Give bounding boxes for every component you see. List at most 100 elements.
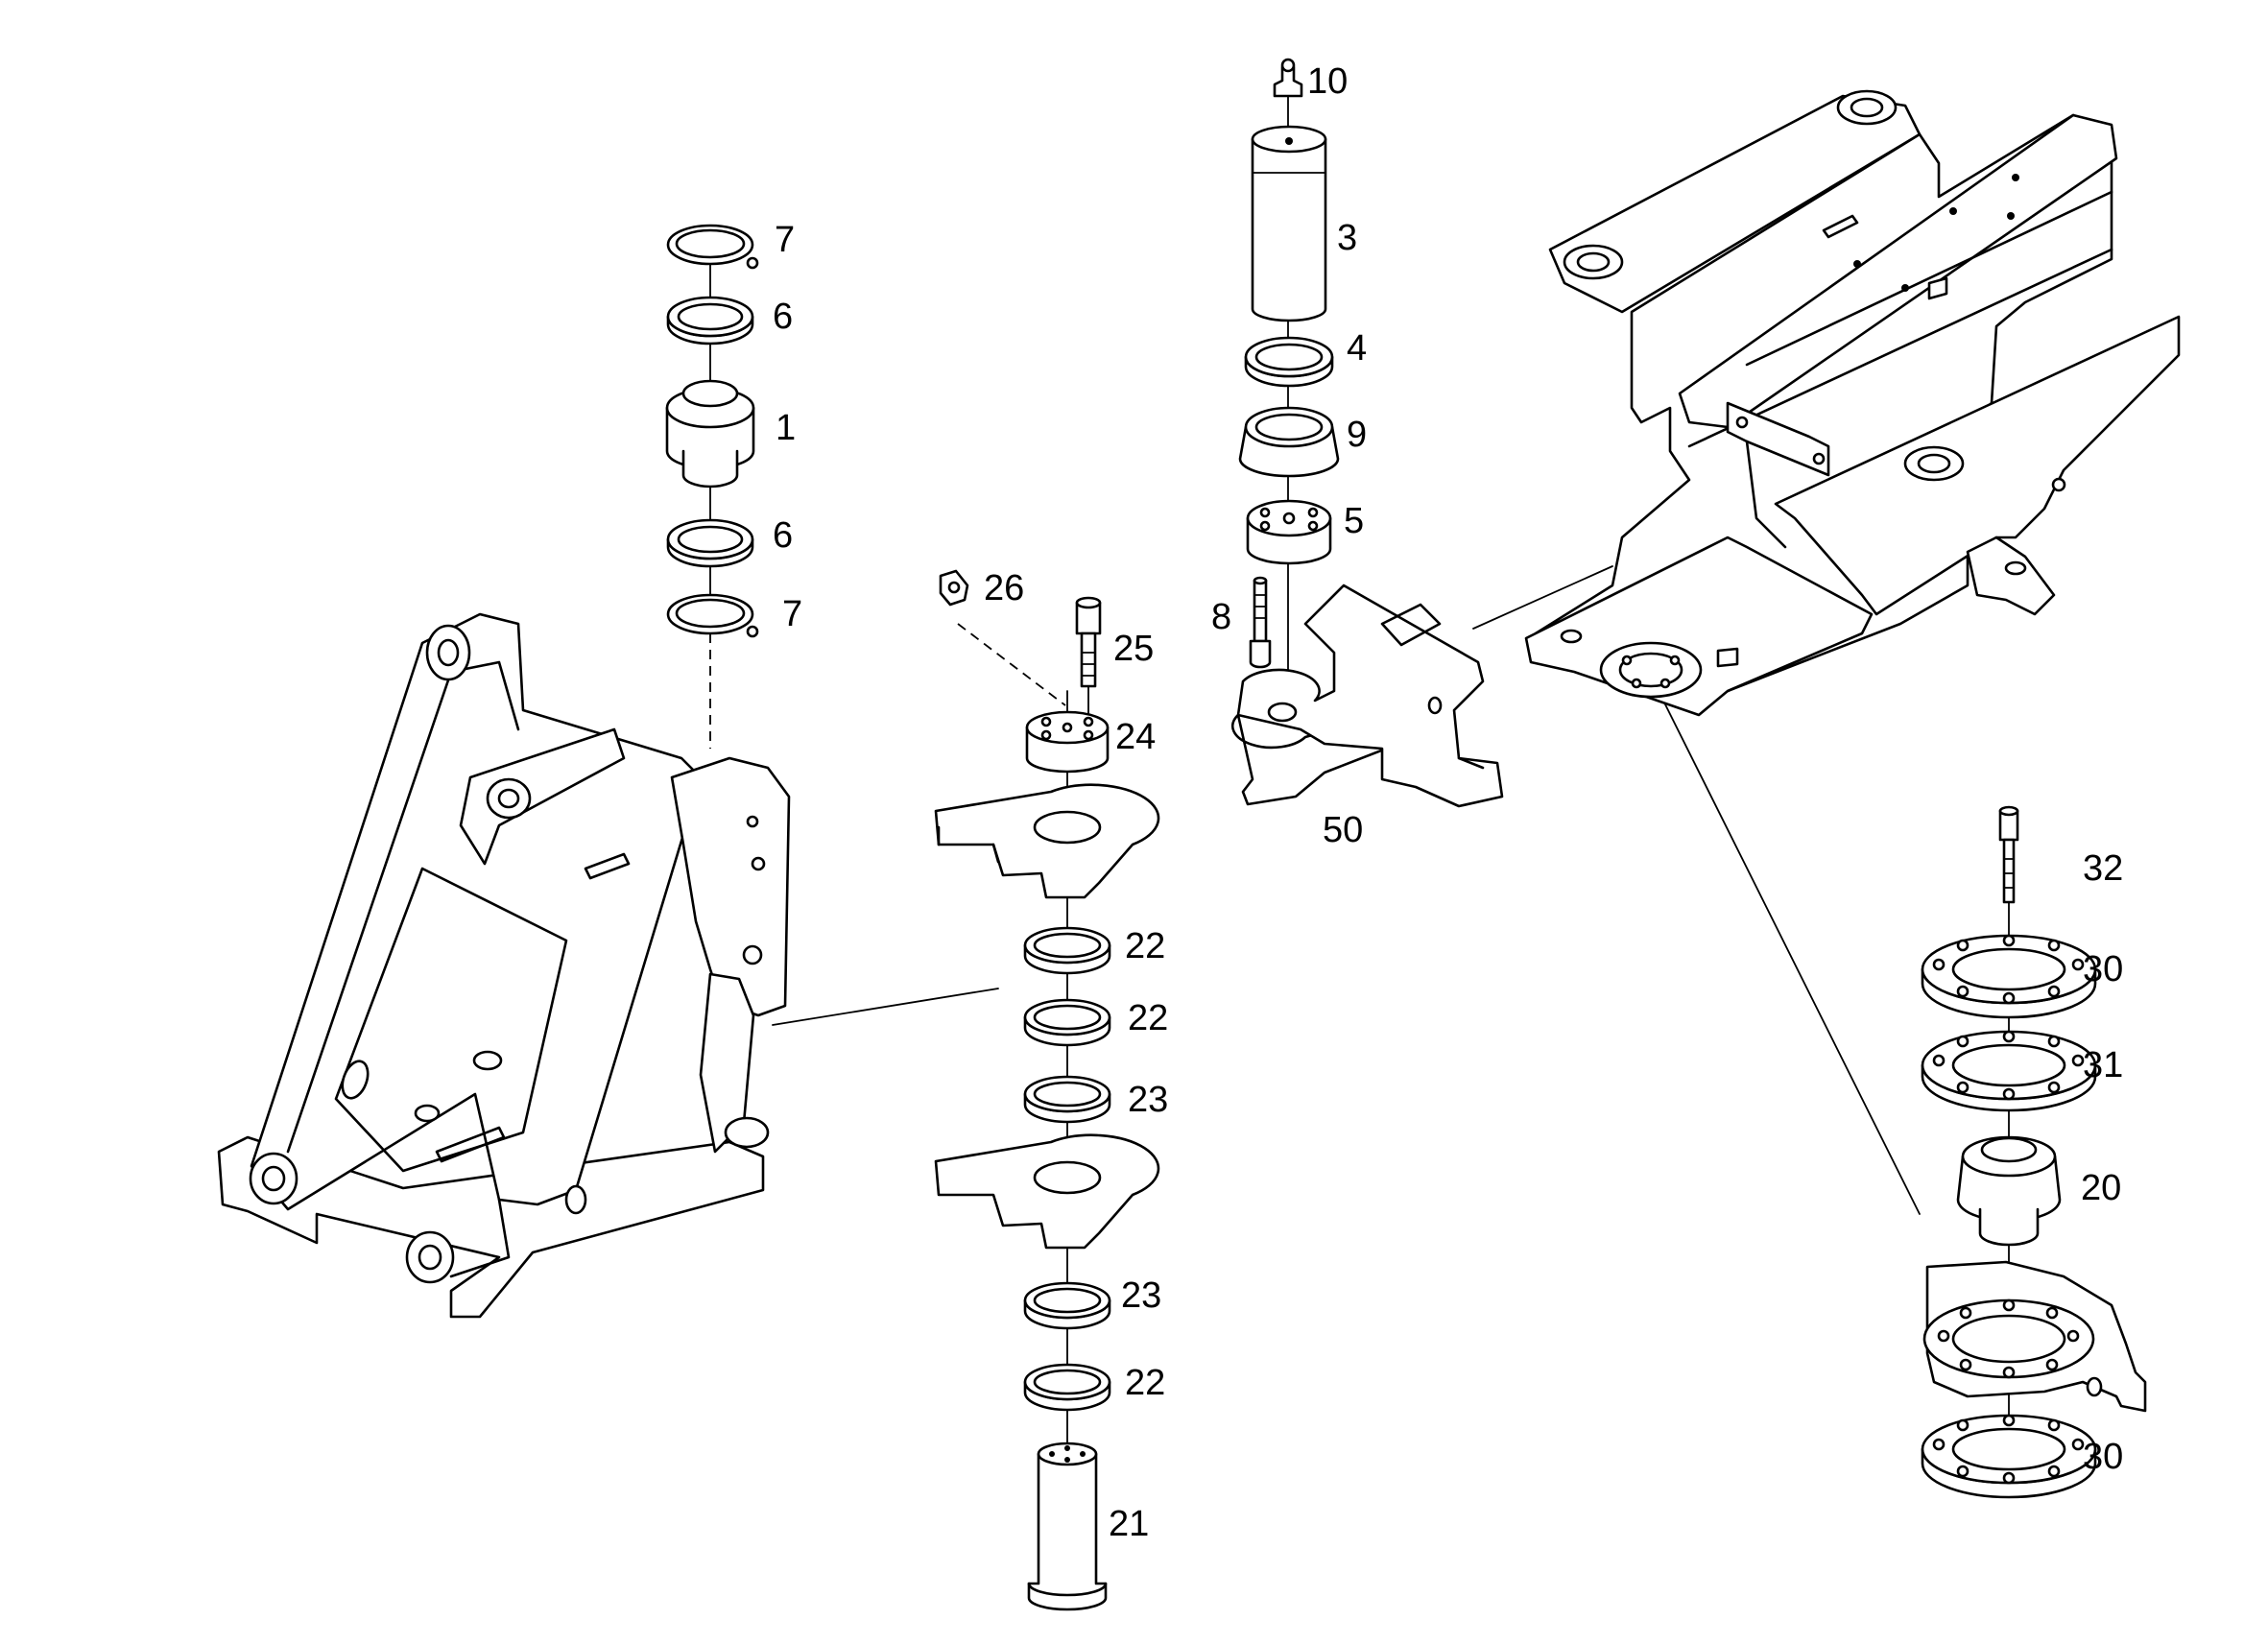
ring-4-inner bbox=[1254, 343, 1324, 371]
pin-21-hole-3 bbox=[1080, 1451, 1086, 1457]
label-25: 25 bbox=[1113, 629, 1154, 669]
frame-base-lug-right-hole bbox=[418, 1244, 442, 1271]
right-plate-hole-1 bbox=[1937, 1329, 1950, 1343]
bearing-1-inner bbox=[681, 379, 739, 408]
frame-hole-4 bbox=[472, 1050, 503, 1071]
ring-30-top-hole-8 bbox=[1956, 985, 1970, 998]
bearing-20-collar bbox=[1978, 1207, 2040, 1247]
upper-link-plate-hole bbox=[1033, 810, 1102, 845]
clip-26-hole bbox=[947, 581, 961, 594]
bush-9-inner bbox=[1254, 413, 1324, 441]
right-stack bbox=[1921, 805, 2147, 1499]
ring-30-top-hole-6 bbox=[2047, 985, 2061, 998]
cap-24-hole-3 bbox=[1040, 729, 1052, 741]
ring-23-a-inner bbox=[1033, 1081, 1102, 1108]
frame-hole-3 bbox=[414, 1104, 441, 1123]
label-22-c: 22 bbox=[1125, 1363, 1165, 1403]
ring-31-hole-6 bbox=[2047, 1081, 2061, 1094]
label-30-bottom: 30 bbox=[2083, 1437, 2123, 1477]
frame-small-block bbox=[1927, 276, 1948, 300]
frame-edge-1 bbox=[286, 660, 520, 1154]
frame-plate-edge bbox=[1745, 440, 1787, 549]
ring-30-bottom-hole-5 bbox=[2071, 1438, 2085, 1451]
frame-slewing-ring-inner bbox=[1618, 652, 1683, 688]
ring-30-top-inner bbox=[1951, 947, 2066, 991]
ring-30-bottom-inner bbox=[1951, 1427, 2066, 1471]
bolt-8-shank bbox=[1253, 579, 1268, 643]
ring-31-hole-5 bbox=[2071, 1054, 2085, 1067]
label-8: 8 bbox=[1211, 597, 1231, 637]
upper-link-plate-edge bbox=[937, 825, 1000, 864]
pin-21-hole-4 bbox=[1064, 1457, 1070, 1463]
frame-rivet-4 bbox=[2007, 212, 2015, 220]
label-23-a: 23 bbox=[1128, 1080, 1168, 1120]
right-mount-plate-ring-inner bbox=[1951, 1314, 2066, 1364]
frame-hole-2 bbox=[564, 1184, 587, 1215]
right-plate-hole-3 bbox=[2002, 1299, 2016, 1312]
pin-21-hole-1 bbox=[1064, 1445, 1070, 1451]
label-6-bottom: 6 bbox=[773, 515, 793, 556]
frame-base-lug-back bbox=[724, 1116, 770, 1149]
axis-26-dashed bbox=[957, 623, 1066, 706]
bracket-50-hole bbox=[1267, 702, 1298, 723]
bracket-50-edge bbox=[1457, 756, 1485, 770]
right-plate-hole-5 bbox=[2066, 1329, 2080, 1343]
frame-top-beam bbox=[1678, 113, 2118, 429]
frame-lower-arm-bracket-hole bbox=[2004, 560, 2027, 576]
frame-plate-hole-b bbox=[1812, 452, 1826, 465]
ring-22-b-inner bbox=[1033, 1004, 1102, 1031]
label-31: 31 bbox=[2083, 1045, 2123, 1085]
frame-ring-hole-2 bbox=[1669, 655, 1681, 666]
circlip-7-top-inner bbox=[675, 228, 746, 259]
ring-31-hole-2 bbox=[1956, 1035, 1970, 1048]
frame-top-arm-lug-left-hole bbox=[1576, 251, 1611, 273]
frame-platform-hole bbox=[1560, 629, 1583, 644]
frame-plate-hole-3 bbox=[742, 944, 763, 965]
ring-6-top-inner bbox=[677, 302, 744, 331]
bolt-8-tip bbox=[1253, 576, 1268, 585]
leader-frame-to-right-stack bbox=[1658, 690, 1921, 1215]
frame-rivet-5 bbox=[1901, 284, 1909, 292]
grease-nipple-10 bbox=[1273, 65, 1303, 98]
lower-link-plate bbox=[934, 1133, 1160, 1250]
ring-30-bottom-hole-4 bbox=[2047, 1418, 2061, 1432]
frame-plate-hole-1 bbox=[746, 815, 759, 828]
frame-edge-2 bbox=[449, 1198, 511, 1278]
frame-slot bbox=[584, 852, 631, 880]
ring-30-bottom-hole-7 bbox=[2002, 1471, 2016, 1485]
frame-platform-block bbox=[1716, 647, 1739, 668]
ring-30-top-hole-1 bbox=[1932, 958, 1946, 971]
right-plate-hole-4 bbox=[2045, 1306, 2059, 1320]
frame-rivet-2 bbox=[1949, 207, 1957, 215]
frame-plate-hole-2 bbox=[751, 856, 766, 871]
right-frame bbox=[1524, 89, 2181, 717]
cap-5-center bbox=[1282, 512, 1296, 525]
ring-31-hole-8 bbox=[1956, 1081, 1970, 1094]
frame-ring-hole-1 bbox=[1621, 655, 1633, 666]
ring-30-top-hole-4 bbox=[2047, 939, 2061, 952]
frame-pivot-hole bbox=[497, 788, 520, 809]
frame-beam-edge-1 bbox=[1745, 190, 2113, 367]
bolt-25-shank bbox=[1080, 631, 1097, 688]
ring-30-top-hole-2 bbox=[1956, 939, 1970, 952]
frame-ring-hole-4 bbox=[1659, 678, 1671, 689]
pin-3-lube-hole bbox=[1285, 137, 1293, 145]
bearing-20-inner bbox=[1980, 1136, 2038, 1163]
frame-rivet-3 bbox=[2012, 174, 2019, 181]
bracket-50-upper-plate bbox=[1236, 584, 1504, 808]
frame-lower-arm bbox=[1774, 315, 2181, 616]
label-26: 26 bbox=[984, 568, 1024, 608]
right-plate-side-hole bbox=[2086, 1376, 2103, 1397]
frame-beam-slot bbox=[1822, 214, 1859, 239]
frame-rivet-1 bbox=[1853, 260, 1861, 268]
pin-21-body bbox=[1027, 1452, 1108, 1611]
label-21: 21 bbox=[1109, 1504, 1149, 1544]
label-20: 20 bbox=[2081, 1168, 2121, 1208]
bolt-8-head bbox=[1249, 639, 1272, 669]
label-9: 9 bbox=[1347, 415, 1367, 455]
frame-window bbox=[334, 867, 568, 1173]
label-7-bottom: 7 bbox=[782, 594, 802, 634]
bolt-25-head-top bbox=[1075, 596, 1102, 609]
label-10: 10 bbox=[1307, 61, 1348, 102]
